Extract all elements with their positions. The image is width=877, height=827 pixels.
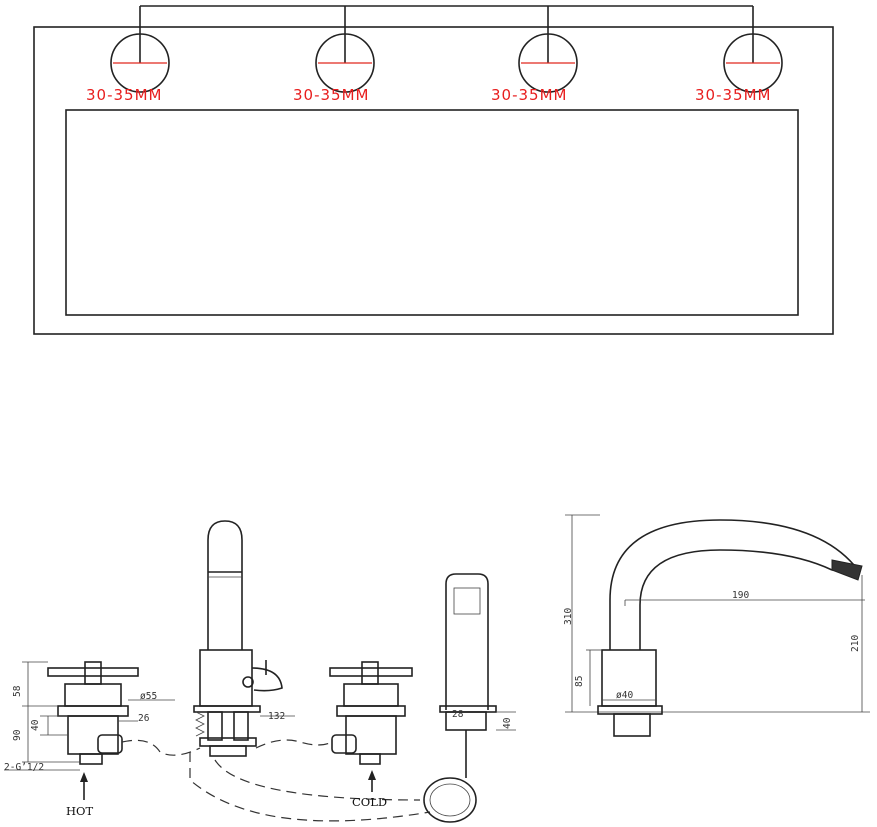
dim-diameter-40: ø40 — [616, 690, 634, 701]
gooseneck-side-view — [565, 514, 870, 737]
deck-outline — [33, 26, 834, 335]
hole-label-2: 30-35MM — [293, 86, 370, 104]
dim-310: 310 — [563, 607, 574, 625]
dim-210: 210 — [850, 634, 861, 652]
shower-head-icon — [423, 777, 477, 823]
hole-2 — [315, 33, 375, 93]
dim-132: 132 — [268, 711, 286, 722]
hole-1 — [110, 33, 170, 93]
cold-valve-drawing — [329, 661, 413, 792]
dim-40-hand: 40 — [502, 717, 513, 729]
hot-valve-drawing — [4, 661, 175, 800]
dim-40-valve: 40 — [30, 719, 41, 731]
cold-arrow-icon — [368, 770, 376, 780]
dim-28: 28 — [452, 709, 464, 720]
hole-label-4: 30-35MM — [695, 86, 772, 104]
tub-basin-outline — [65, 109, 799, 316]
hole-label-3: 30-35MM — [491, 86, 568, 104]
dim-thread: 2-G’1/2 — [4, 762, 45, 773]
dim-26: 26 — [138, 713, 150, 724]
dim-diameter-55: ø55 — [140, 691, 158, 702]
dim-85: 85 — [574, 675, 585, 687]
dim-190: 190 — [732, 590, 750, 601]
hot-label: HOT — [66, 804, 94, 818]
hand-shower-drawing — [423, 573, 516, 823]
dim-58: 58 — [12, 685, 23, 697]
spout-drawing — [121, 520, 431, 822]
hole-label-1: 30-35MM — [86, 86, 163, 104]
hole-4 — [723, 33, 783, 93]
hot-arrow-icon — [80, 772, 88, 782]
bathtub-deck-top-view — [33, 5, 834, 335]
hole-3 — [518, 33, 578, 93]
dim-90: 90 — [12, 729, 23, 741]
cold-label: COLD — [352, 795, 388, 809]
